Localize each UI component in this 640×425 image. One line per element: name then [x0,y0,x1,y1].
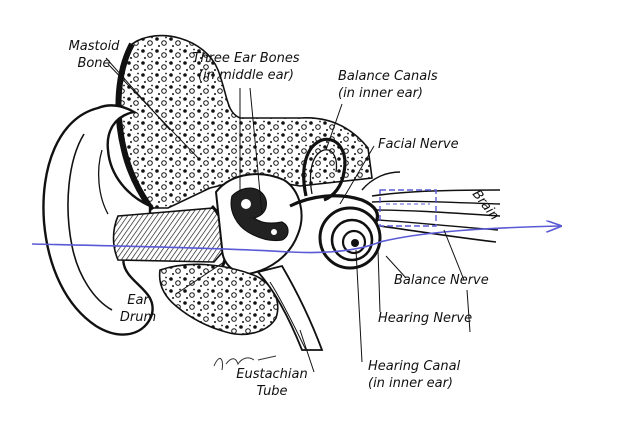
pointer-lines [105,57,471,373]
lower-bone-shape [158,263,279,336]
balance-nerve-label: Balance Nerve [394,273,489,288]
balance-canals-shape [302,137,347,202]
brain-label: Brain [469,187,502,223]
three-ear-bones-label: Three Ear Bones (in middle ear) [192,51,300,83]
ear-canal-shape [112,207,228,263]
ear-drum-label: Ear Drum [119,293,157,325]
eustachian-tube-shape [256,264,324,351]
sound-path-arrow [31,226,560,254]
balance-canals-label: Balance Canals (in inner ear) [338,69,438,101]
cochlea-shape [318,206,382,270]
mastoid-bone-label: Mastoid Bone [68,39,120,71]
hearing-canal-label: Hearing Canal (in inner ear) [368,359,461,391]
facial-nerve-label: Facial Nerve [378,137,459,152]
nerve-highlight-box [379,189,437,227]
outer-ear-shape [42,104,154,336]
eustachian-tube-label: Eustachian Tube [236,367,308,399]
hearing-nerve-label: Hearing Nerve [378,311,473,326]
artist-signature [213,355,277,371]
